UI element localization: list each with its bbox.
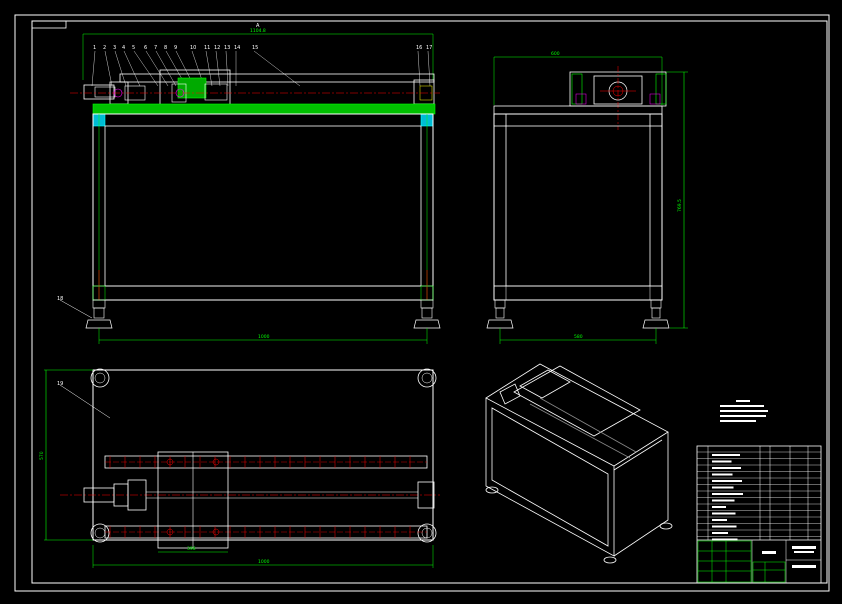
isometric-view [485, 363, 673, 564]
part-number-2: 2 [103, 45, 106, 51]
leader-line [225, 50, 229, 87]
notes-block [720, 400, 768, 422]
part-number-17: 17 [426, 45, 432, 51]
title-row-text [712, 480, 742, 482]
leader-line [427, 50, 431, 87]
outer-frame [14, 14, 830, 592]
title-row-text [712, 499, 735, 502]
title-block [696, 445, 822, 584]
leader-line [114, 50, 127, 87]
title-row-text [712, 525, 737, 528]
plan-label: 19 [57, 381, 63, 387]
leader-line [417, 50, 421, 87]
title-row-text [712, 519, 727, 521]
leg-label: 18 [57, 296, 63, 302]
side-view: 600 769.5 58 [486, 51, 688, 344]
dim-side-right: 769.5 [677, 199, 683, 212]
part-number-12: 12 [214, 45, 220, 51]
part-number-16: 16 [416, 45, 422, 51]
corner-box [31, 20, 67, 29]
part-number-14: 14 [234, 45, 240, 51]
title-row-text [712, 486, 734, 489]
dim-plan-left: 570 [39, 451, 45, 460]
title-row-text [712, 467, 741, 469]
title-row-text [712, 506, 726, 508]
part-number-3: 3 [113, 45, 116, 51]
title-row-text [712, 473, 733, 476]
leader-line [205, 50, 213, 87]
part-number-15: 15 [252, 45, 258, 51]
dim-front-top: 1104.8 [250, 28, 266, 34]
title-row-text [712, 460, 732, 463]
title-row-text [712, 493, 743, 495]
dim-plan-bottom: 1000 [258, 559, 270, 565]
leader-line [91, 50, 96, 87]
title-row-text [712, 532, 728, 534]
part-number-10: 10 [190, 45, 196, 51]
leader-line [145, 50, 169, 87]
leader-line [133, 50, 159, 87]
part-number-8: 8 [164, 45, 167, 51]
dim-plan-inner: 396 [187, 546, 196, 552]
part-number-4: 4 [122, 45, 125, 51]
part-number-1: 1 [93, 45, 96, 51]
part-number-9: 9 [174, 45, 177, 51]
title-row-text [712, 538, 738, 541]
leader-line [155, 50, 177, 87]
rail-holes [109, 456, 411, 538]
part-number-7: 7 [154, 45, 157, 51]
inner-frame [31, 20, 828, 584]
part-number-11: 11 [204, 45, 210, 51]
part-number-5: 5 [132, 45, 135, 51]
title-row-text [712, 512, 736, 515]
title-row-text [712, 454, 740, 456]
plan-view: 570 19 396 [39, 368, 440, 568]
part-number-6: 6 [144, 45, 147, 51]
dim-side-bottom: 580 [574, 334, 583, 340]
dim-front-bottom: 1000 [258, 334, 270, 340]
leader-line [253, 50, 301, 87]
dim-side-top: 600 [551, 51, 560, 57]
leader-line [104, 50, 113, 87]
part-number-13: 13 [224, 45, 230, 51]
leader-line [123, 50, 141, 87]
leader-line [215, 50, 221, 87]
view-marker: A [256, 23, 260, 29]
